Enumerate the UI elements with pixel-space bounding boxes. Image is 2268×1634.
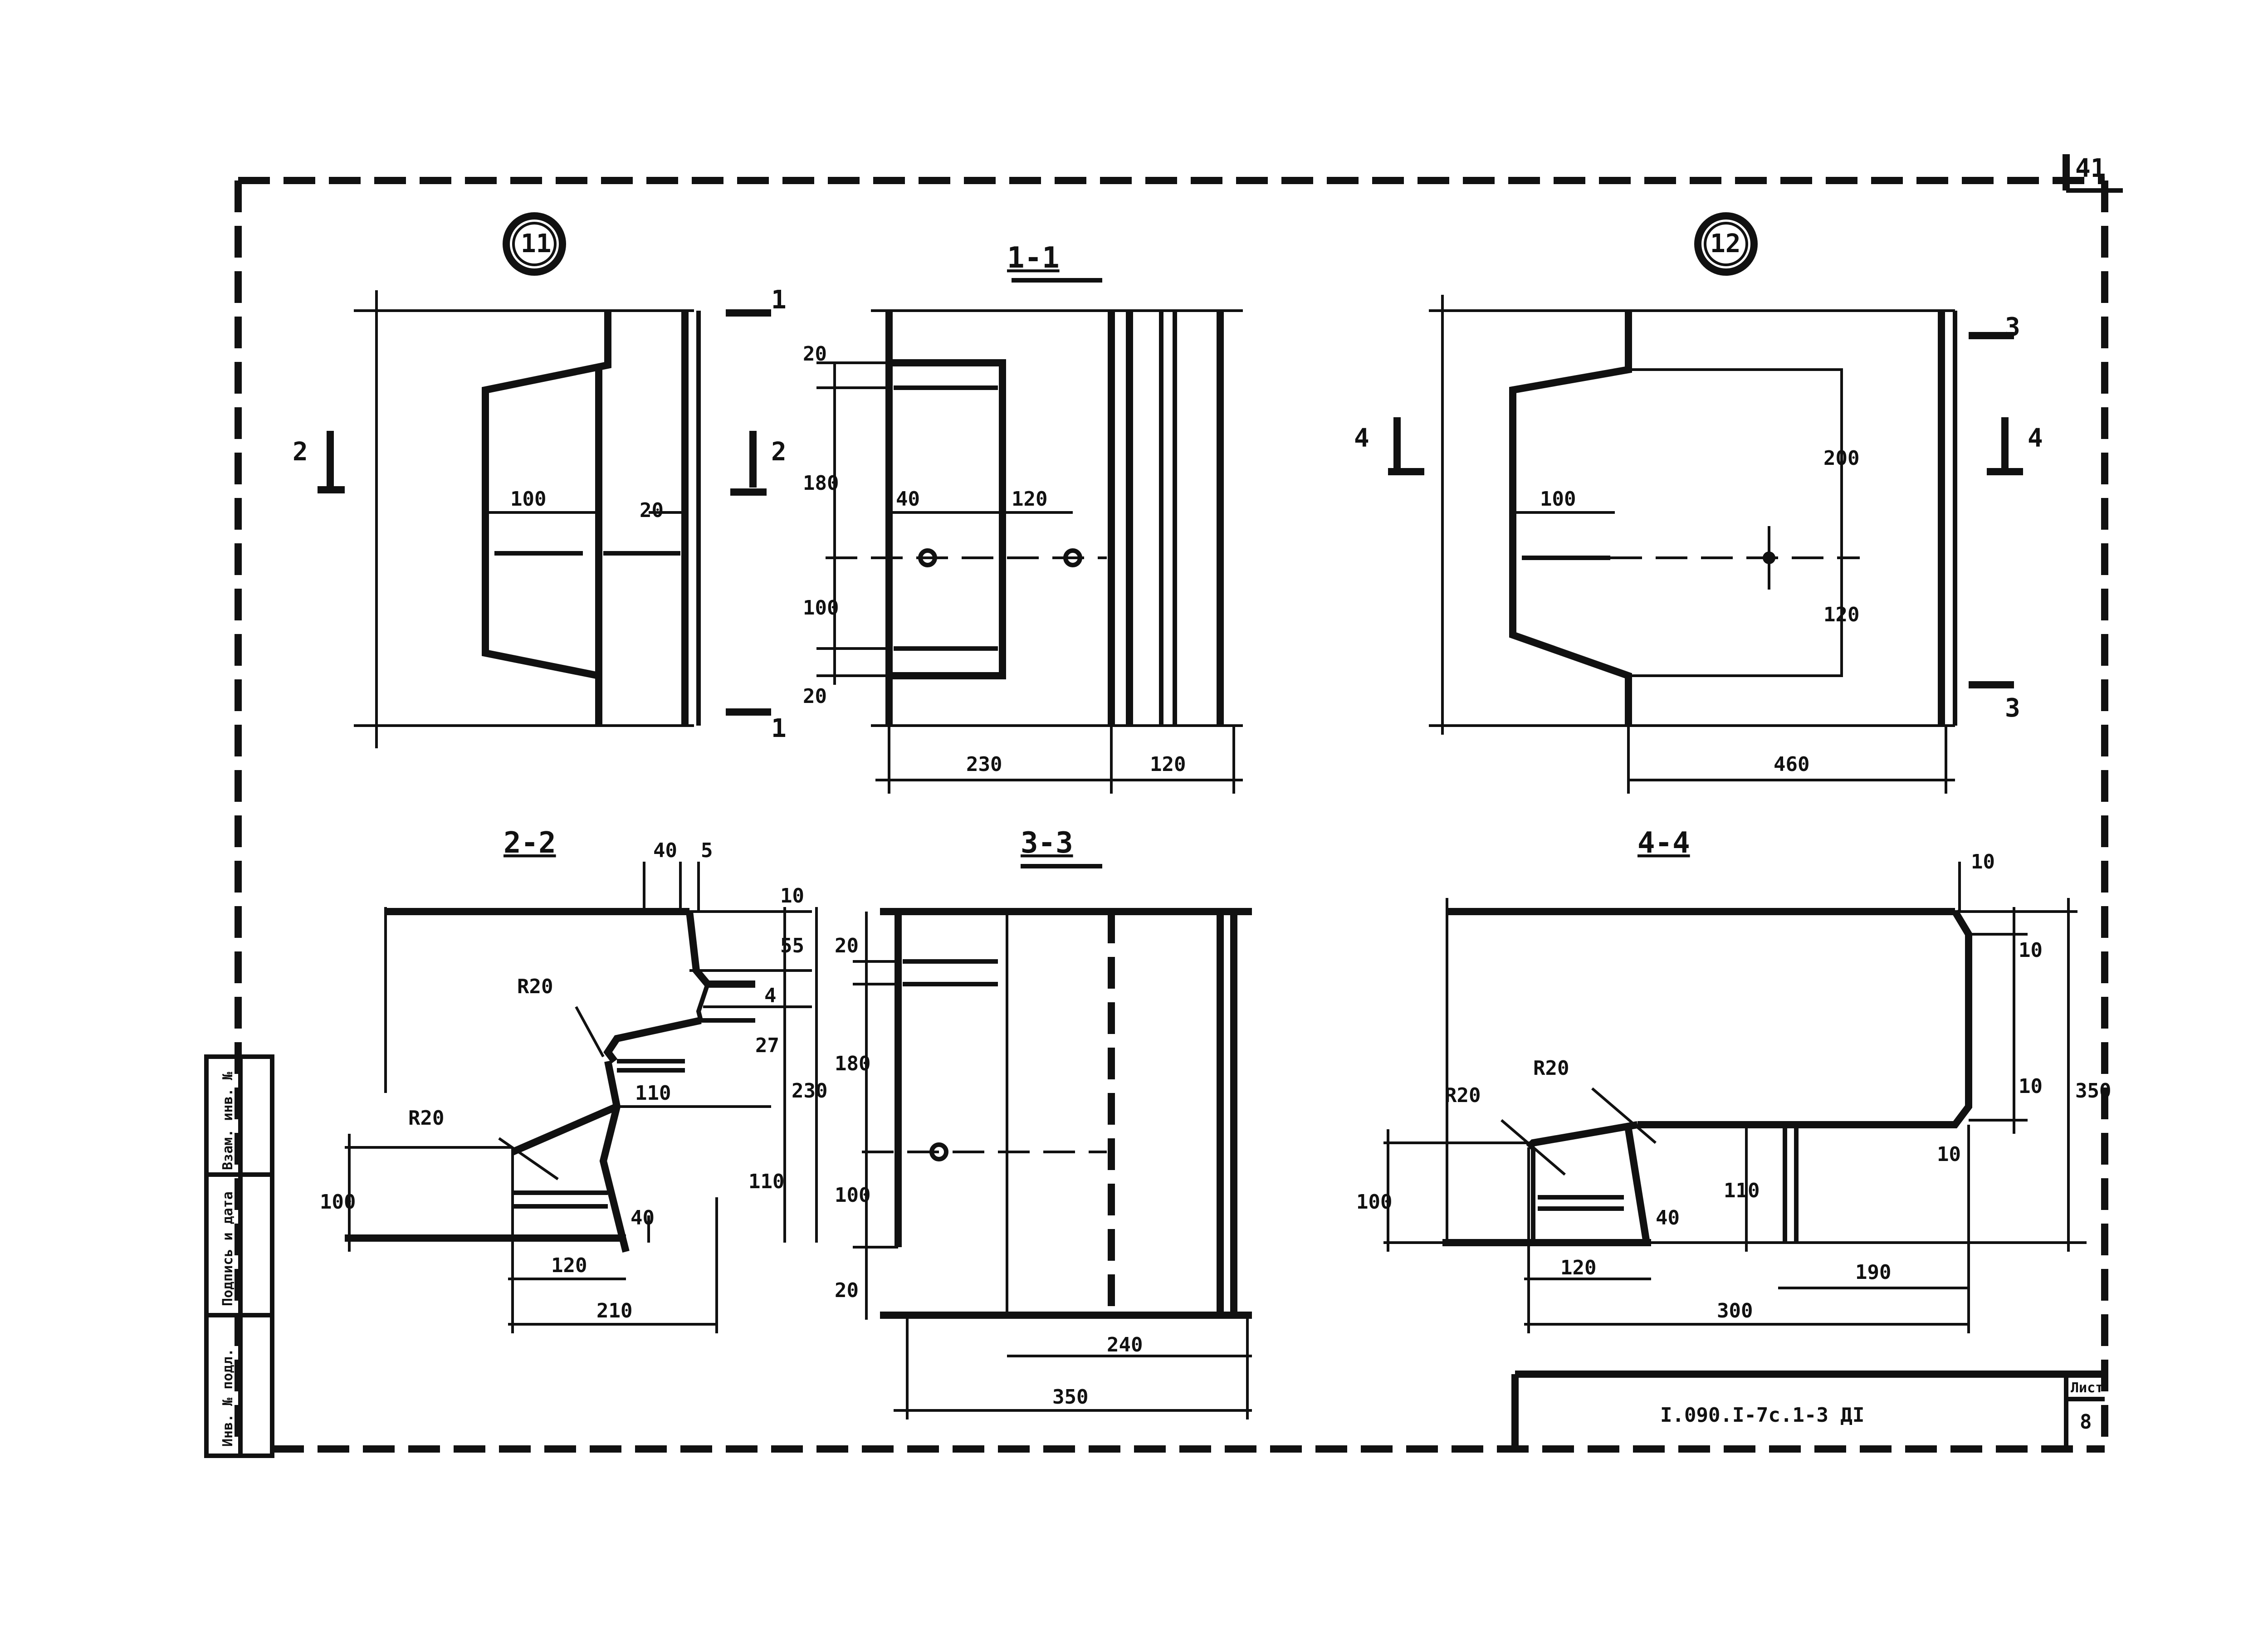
s11-dim-20-bottom: 20 (803, 685, 827, 708)
section-3-3-view (853, 864, 1252, 1419)
cut-mark-4-right: 4 (2028, 424, 2043, 453)
title-block (1511, 1371, 2105, 1449)
s33-dim-100: 100 (835, 1184, 870, 1207)
s22-dim-100: 100 (320, 1190, 356, 1214)
s22-dim-40: 40 (653, 839, 677, 862)
s44-dim-120: 120 (1560, 1256, 1596, 1279)
s11-dim-230: 230 (966, 753, 1002, 776)
node-11-marker-circle (503, 212, 566, 276)
s44-dim-350: 350 (2075, 1079, 2111, 1102)
node-11-marker-label: 11 (521, 229, 551, 259)
section-4-4-view (1383, 862, 2087, 1333)
n11-dim-100: 100 (510, 488, 546, 511)
s33-dim-350: 350 (1052, 1385, 1088, 1409)
s11-dim-180: 180 (803, 472, 839, 495)
s11-dim-120-top: 120 (1012, 488, 1047, 511)
cut-mark-1-bottom: 1 (771, 714, 787, 743)
node-11-view: 11 (318, 212, 771, 748)
s22-dim-230: 230 (792, 1079, 827, 1102)
cut-mark-1-top: 1 (771, 285, 787, 315)
s11-dim-40: 40 (896, 488, 920, 511)
cut-mark-3-top: 3 (2005, 312, 2020, 342)
s44-dim-10-upper: 10 (2019, 939, 2043, 962)
stamp-side-label-replacement: Взам. инв. № (220, 1071, 236, 1170)
section-4-4-title: 4-4 (1637, 826, 1690, 860)
s44-dim-10-corner: 10 (1937, 1143, 1961, 1166)
cut-mark-4-left: 4 (1354, 424, 1369, 453)
drawing-frame (235, 154, 2123, 1453)
cut-mark-3-bottom: 3 (2005, 693, 2020, 723)
s22-dim-5: 5 (701, 839, 713, 862)
s44-dim-40: 40 (1656, 1206, 1680, 1229)
s44-radius-left: R20 (1445, 1084, 1481, 1107)
s22-dim-10: 10 (780, 884, 804, 907)
stamp-side-label-1: Взам. инв. № (220, 1071, 236, 1170)
s33-dim-20-bottom: 20 (835, 1279, 859, 1302)
stamp-side-label-signature: Подпись и дата (220, 1191, 236, 1306)
s22-dim-4: 4 (764, 984, 777, 1007)
s33-dim-180: 180 (835, 1052, 870, 1075)
section-3-3-title: 3-3 (1021, 826, 1073, 860)
s11-dim-20-top: 20 (803, 342, 827, 366)
n12-dim-200: 200 (1823, 447, 1859, 470)
sheet-label: Лист (2071, 1380, 2103, 1396)
sheet-number-top: 41 (2075, 154, 2106, 183)
cut-mark-2-right: 2 (771, 437, 787, 467)
s44-dim-110: 110 (1724, 1179, 1760, 1202)
n12-dim-460: 460 (1774, 753, 1809, 776)
s11-dim-100: 100 (803, 596, 839, 619)
s22-dim-210: 210 (596, 1299, 632, 1322)
s22-dim-55: 55 (780, 934, 804, 957)
section-2-2-title: 2-2 (503, 826, 556, 860)
s44-dim-10-lower: 10 (2019, 1075, 2043, 1098)
s33-dim-20-top: 20 (835, 934, 859, 957)
s44-radius-right: R20 (1533, 1057, 1569, 1080)
s33-dim-240: 240 (1107, 1333, 1143, 1356)
document-code: I.090.I-7с.1-3 ДI (1660, 1404, 1864, 1427)
s22-dim-120: 120 (551, 1254, 587, 1277)
cut-mark-2-left: 2 (293, 437, 308, 467)
s22-dim-40-lower: 40 (631, 1206, 655, 1229)
s22-radius-upper: R20 (517, 975, 553, 998)
node-12-view: 12 (1388, 212, 2023, 794)
s22-dim-110-vertical: 110 (748, 1170, 784, 1193)
n12-dim-120: 120 (1823, 603, 1859, 626)
n12-dim-100: 100 (1540, 488, 1576, 511)
stamp-side-label-2: Подпись и дата (220, 1191, 236, 1306)
s22-dim-110-horizontal: 110 (635, 1082, 671, 1105)
s11-dim-120: 120 (1150, 753, 1186, 776)
s44-dim-190: 190 (1855, 1261, 1891, 1284)
section-1-1-view (816, 278, 1243, 794)
s44-dim-300: 300 (1717, 1299, 1753, 1322)
side-stamp (204, 1054, 274, 1458)
section-2-2-view (345, 862, 818, 1333)
n11-dim-20: 20 (640, 499, 664, 522)
s44-dim-10-top: 10 (1971, 850, 1995, 873)
node-12-marker-circle (1694, 212, 1758, 276)
s22-dim-27: 27 (755, 1034, 779, 1057)
section-1-1-title: 1-1 (1007, 241, 1060, 275)
sheet-value: 8 (2080, 1410, 2092, 1434)
s22-radius-lower: R20 (408, 1107, 444, 1130)
node-12-marker-label: 12 (1710, 229, 1740, 259)
stamp-side-label-inventory: Инв. № подл. (220, 1348, 236, 1447)
stamp-side-label-3: Инв. № подл. (220, 1348, 236, 1447)
s44-dim-100: 100 (1356, 1190, 1392, 1214)
